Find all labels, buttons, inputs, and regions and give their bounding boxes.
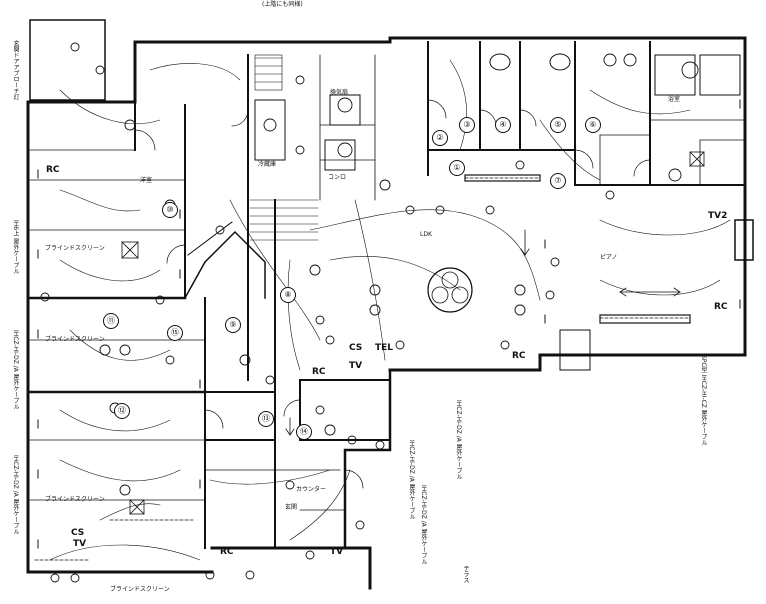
code-cs-2: CS xyxy=(71,528,85,538)
code-cs-1: CS xyxy=(349,343,363,353)
circle-number-4: ④ xyxy=(495,117,511,133)
circle-number-8: ⑧ xyxy=(280,287,296,303)
left-note-3: IHCZ-HI-DZ /A 屋外ケーブル xyxy=(12,330,19,410)
label-blind-4: ブラインドスクリーン xyxy=(110,586,170,593)
label-fan: 換気扇 xyxy=(330,89,349,96)
code-ldk: LDK xyxy=(420,231,432,238)
code-rc-1: RC xyxy=(46,165,60,175)
circle-number-11: ⑪ xyxy=(103,313,119,329)
circle-number-14: ⑭ xyxy=(296,424,312,440)
code-tv2: TV2 xyxy=(708,211,728,221)
label-genkan: 玄関 xyxy=(285,504,298,511)
circle-number-5: ⑤ xyxy=(550,117,566,133)
left-note-2: IH6上 屋外ケーブル xyxy=(12,220,19,275)
circle-number-2: ② xyxy=(432,130,448,146)
label-counter: カウンター xyxy=(296,486,327,493)
outer-wall-west xyxy=(26,100,214,574)
label-blind-3: ブラインドスクリーン xyxy=(45,496,105,503)
left-note-4: IHCZ-HI-DZ /A 屋外ケーブル xyxy=(12,455,19,535)
outer-wall-north xyxy=(26,36,747,104)
entrance-walls xyxy=(343,368,392,550)
circle-number-6: ⑥ xyxy=(585,117,601,133)
code-tel: TEL xyxy=(375,343,394,353)
circle-number-12: ⑫ xyxy=(114,403,130,419)
right-note-2: IHCZ-HI-DZ /A 屋外ケーブル xyxy=(420,485,427,565)
code-rc-3: RC xyxy=(512,351,526,361)
label-blind-2: ブラインドスクリーン xyxy=(45,336,105,343)
circle-number-13: ⑬ xyxy=(258,411,274,427)
label-stove: コンロ xyxy=(328,174,347,181)
code-tv-1: TV xyxy=(349,361,363,371)
circle-number-1: ① xyxy=(449,160,465,176)
label-blind-1: ブラインドスクリーン xyxy=(45,245,105,252)
top-note: (上階にも同様) xyxy=(262,1,303,8)
label-fridge: 冷蔵庫 xyxy=(258,161,277,168)
label-piano: ピアノ xyxy=(600,254,618,261)
left-note-6: IHCZ-HI-DZ /A 屋外ケーブル xyxy=(455,400,462,480)
circle-number-15: ⑮ xyxy=(167,325,183,341)
code-rc-5: RC xyxy=(312,367,326,377)
outer-wall-south xyxy=(210,546,372,590)
left-note-1: 玄関ドアアプローチ灯 xyxy=(12,40,19,100)
circle-number-3: ③ xyxy=(459,117,475,133)
code-tv-2: TV xyxy=(73,539,87,549)
outer-wall-east xyxy=(388,36,747,372)
code-rc-2: RC xyxy=(714,302,728,312)
label-western-room: 洋室 xyxy=(140,177,153,184)
circle-number-7: ⑦ xyxy=(550,173,566,189)
right-note-1: SPC型 IHCZ-HI-CZ 屋外ケーブル xyxy=(700,355,707,446)
label-terrace: テラス xyxy=(462,565,469,583)
left-note-5: IHCZ-HI-DZ /A 屋外ケーブル xyxy=(408,440,415,520)
circle-number-9: ⑨ xyxy=(225,317,241,333)
code-rc-4: RC xyxy=(220,547,234,557)
circle-number-10: ⑩ xyxy=(162,202,178,218)
code-tv-3: TV xyxy=(330,547,344,557)
label-bath: 浴室 xyxy=(668,96,681,103)
